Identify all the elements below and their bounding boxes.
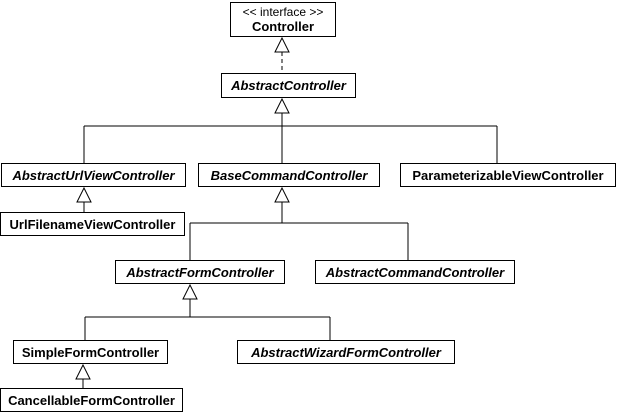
class-name-abstract-controller: AbstractController — [231, 78, 346, 93]
edge-generalization-to-basecommandcontroller — [189, 186, 409, 260]
class-box-abstract-command-controller: AbstractCommandController — [315, 260, 515, 284]
class-box-url-filename-view-controller: UrlFilenameViewController — [0, 212, 185, 236]
class-box-simple-form-controller: SimpleFormController — [13, 340, 168, 364]
class-name-url-filename-view-controller: UrlFilenameViewController — [9, 216, 176, 232]
class-name-simple-form-controller: SimpleFormController — [21, 344, 160, 360]
class-box-cancellable-form-controller: CancellableFormController — [0, 388, 183, 412]
interface-stereotype: << interface >> — [242, 5, 324, 19]
edge-generalization-to-simpleformcontroller — [75, 363, 91, 388]
class-box-abstract-url-view-controller: AbstractUrlViewController — [1, 163, 186, 187]
class-name-cancellable-form-controller: CancellableFormController — [8, 392, 175, 408]
class-name-abstract-form-controller: AbstractFormController — [126, 264, 274, 280]
edge-realization-abstractcontroller-controller — [274, 36, 290, 73]
class-name-abstract-command-controller: AbstractCommandController — [325, 264, 505, 280]
class-box-abstract-controller: AbstractController — [221, 73, 356, 98]
class-box-parameterizable-view-controller: ParameterizableViewController — [400, 163, 616, 187]
class-name-parameterizable-view-controller: ParameterizableViewController — [412, 167, 604, 183]
class-name-base-command-controller: BaseCommandController — [210, 167, 368, 183]
class-name-abstract-wizard-form-controller: AbstractWizardFormController — [251, 344, 441, 360]
class-box-abstract-form-controller: AbstractFormController — [115, 260, 285, 284]
class-name-controller: Controller — [251, 19, 315, 34]
edge-generalization-to-abstractcontroller — [83, 97, 498, 163]
edge-generalization-to-abstracturlviewcontroller — [76, 186, 92, 212]
edge-generalization-to-abstractformcontroller — [84, 283, 331, 340]
class-box-abstract-wizard-form-controller: AbstractWizardFormController — [237, 340, 455, 364]
class-box-controller-interface: << interface >> Controller — [230, 2, 336, 37]
class-box-base-command-controller: BaseCommandController — [198, 163, 380, 187]
class-name-abstract-url-view-controller: AbstractUrlViewController — [12, 167, 175, 183]
